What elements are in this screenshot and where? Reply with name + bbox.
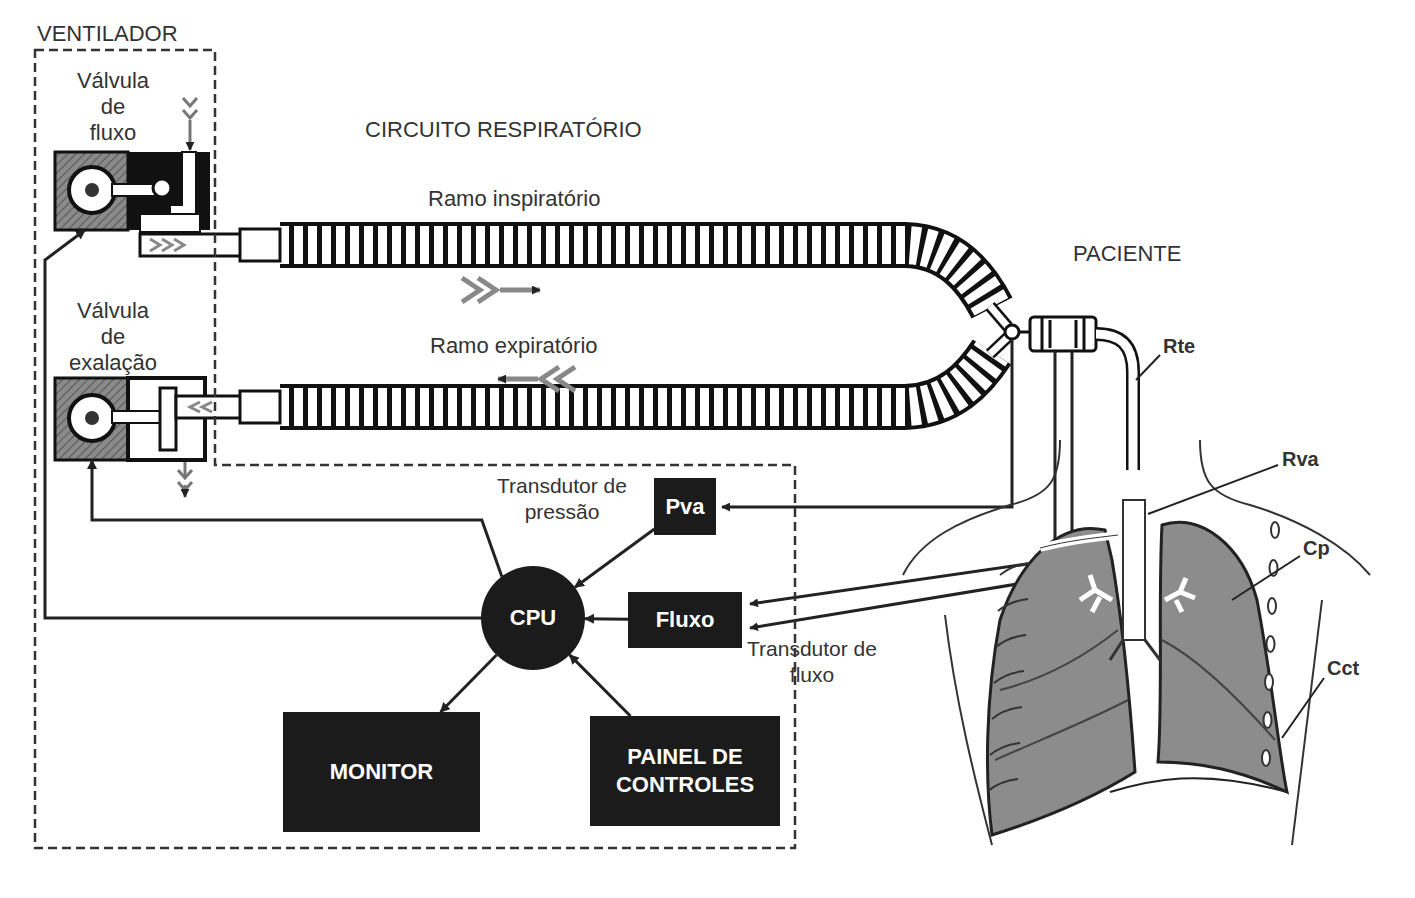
rib: [998, 599, 1028, 611]
control-panel-box: PAINEL DE CONTROLES: [590, 716, 780, 826]
rib: [994, 671, 1024, 683]
monitor-box: MONITOR: [283, 712, 480, 832]
signal-arrow: [92, 460, 502, 576]
part-label: Ramo inspiratório: [428, 186, 600, 212]
region-outline: [35, 50, 795, 848]
rib: [990, 743, 1020, 755]
signal-arrow: [585, 617, 628, 621]
node-text: Fluxo: [656, 606, 715, 634]
signal-arrow: [570, 655, 631, 716]
rib: [996, 635, 1026, 647]
node-text: Válvula de fluxo: [77, 68, 149, 146]
rib: [1267, 636, 1275, 652]
rib: [1271, 522, 1279, 538]
rib: [1268, 598, 1276, 614]
rib: [1264, 712, 1272, 728]
node-text: PAINEL DE CONTROLES: [616, 743, 754, 799]
exhalation-valve: [55, 378, 282, 497]
breathing-tubes: [240, 229, 1008, 423]
region-heading: VENTILADOR: [37, 21, 178, 47]
leader-lines: [1136, 355, 1324, 738]
parameter-label: Cp: [1303, 535, 1330, 561]
cpu-circle: CPU: [481, 566, 585, 670]
part-label: PACIENTE: [1073, 241, 1181, 267]
signal-arrow: [45, 230, 481, 618]
rib: [1265, 674, 1273, 690]
valve-label: Válvula de fluxo: [55, 68, 212, 230]
patient-torso: [903, 440, 1370, 845]
rib: [988, 779, 1018, 791]
rib: [1262, 750, 1270, 766]
parameter-label: Cct: [1327, 655, 1359, 681]
signal-arrow: [575, 529, 654, 587]
parameter-label: Rte: [1163, 333, 1195, 359]
rib: [992, 707, 1022, 719]
parameter-label: Rva: [1282, 446, 1319, 472]
node-text: Válvula de exalação: [69, 298, 157, 376]
flow-transducer: Fluxo: [628, 592, 742, 648]
valve-label: Válvula de exalação: [55, 298, 212, 460]
rib: [1000, 563, 1030, 575]
ventilator-region: Válvula de fluxoVálvula de exalaçãoPvaCP…: [35, 48, 795, 848]
signal-arrow: [441, 655, 497, 712]
pressure-transducer: Pva: [654, 478, 715, 535]
node-text: Pva: [665, 493, 704, 521]
node-text: MONITOR: [330, 758, 433, 786]
part-label: CIRCUITO RESPIRATÓRIO: [365, 117, 642, 143]
node-text: CPU: [510, 604, 556, 632]
part-label: Transdutor de fluxo: [744, 636, 880, 688]
part-label: Ramo expiratório: [430, 333, 598, 359]
part-label: Transdutor de pressão: [494, 473, 630, 525]
